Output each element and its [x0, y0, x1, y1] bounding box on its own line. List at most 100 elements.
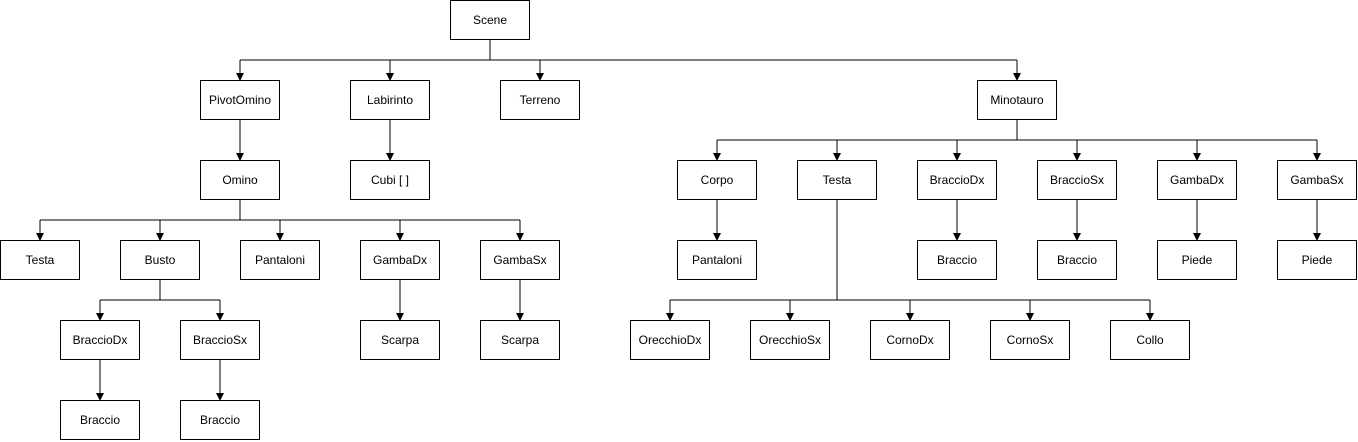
node-m-bracciosx[interactable]: BraccioSx	[1037, 160, 1117, 200]
node-label-terreno: Terreno	[520, 93, 561, 107]
node-box-pivotomino	[200, 80, 280, 120]
node-o-pantaloni[interactable]: Pantaloni	[240, 240, 320, 280]
node-box-o-pantaloni	[240, 240, 320, 280]
node-label-minotauro: Minotauro	[990, 93, 1044, 107]
node-o-testa[interactable]: Testa	[0, 240, 80, 280]
node-o-gambadx[interactable]: GambaDx	[360, 240, 440, 280]
node-m-orecchiodx[interactable]: OrecchioDx	[630, 320, 710, 360]
node-label-o-bracciosx: BraccioSx	[193, 333, 247, 347]
node-box-o-braccio-sx	[180, 400, 260, 440]
node-box-m-pantaloni	[677, 240, 757, 280]
node-box-m-orecchiodx	[630, 320, 710, 360]
node-label-m-piede-sx: Piede	[1302, 253, 1333, 267]
node-label-pivotomino: PivotOmino	[209, 93, 271, 107]
node-label-m-orecchiodx: OrecchioDx	[639, 333, 702, 347]
node-box-o-testa	[0, 240, 80, 280]
node-box-o-braccio-dx	[60, 400, 140, 440]
node-box-m-braccio-sx	[1037, 240, 1117, 280]
node-m-cornosx[interactable]: CornoSx	[990, 320, 1070, 360]
node-box-m-gambasx	[1277, 160, 1357, 200]
node-m-braccio-sx[interactable]: Braccio	[1037, 240, 1117, 280]
node-box-o-busto	[120, 240, 200, 280]
node-box-m-orecchiosx	[750, 320, 830, 360]
node-label-m-cornodx: CornoDx	[886, 333, 933, 347]
node-m-gambasx[interactable]: GambaSx	[1277, 160, 1357, 200]
edges-layer	[36, 40, 1321, 401]
node-label-m-piede-dx: Piede	[1182, 253, 1213, 267]
node-box-o-scarpa-dx	[360, 320, 440, 360]
node-label-o-gambadx: GambaDx	[373, 253, 427, 267]
node-label-o-braccio-dx: Braccio	[80, 413, 120, 427]
node-label-m-bracciosx: BraccioSx	[1050, 173, 1104, 187]
node-m-braccio-dx[interactable]: Braccio	[917, 240, 997, 280]
node-o-braccio-dx[interactable]: Braccio	[60, 400, 140, 440]
node-label-o-scarpa-dx: Scarpa	[381, 333, 419, 347]
node-box-o-gambasx	[480, 240, 560, 280]
node-box-m-bracciodx	[917, 160, 997, 200]
node-m-pantaloni[interactable]: Pantaloni	[677, 240, 757, 280]
node-m-piede-dx[interactable]: Piede	[1157, 240, 1237, 280]
node-box-m-cornosx	[990, 320, 1070, 360]
node-m-piede-sx[interactable]: Piede	[1277, 240, 1357, 280]
node-box-m-braccio-dx	[917, 240, 997, 280]
node-label-m-collo: Collo	[1136, 333, 1164, 347]
node-o-scarpa-sx[interactable]: Scarpa	[480, 320, 560, 360]
node-m-cornodx[interactable]: CornoDx	[870, 320, 950, 360]
node-box-m-gambadx	[1157, 160, 1237, 200]
node-box-terreno	[500, 80, 580, 120]
node-label-o-bracciodx: BraccioDx	[73, 333, 128, 347]
node-box-m-cornodx	[870, 320, 950, 360]
node-label-m-bracciodx: BraccioDx	[930, 173, 985, 187]
node-label-o-testa: Testa	[26, 253, 55, 267]
node-label-m-gambasx: GambaSx	[1290, 173, 1343, 187]
node-label-o-busto: Busto	[145, 253, 176, 267]
node-label-labirinto: Labirinto	[367, 93, 413, 107]
node-box-m-bracciosx	[1037, 160, 1117, 200]
node-pivotomino[interactable]: PivotOmino	[200, 80, 280, 120]
node-box-labirinto	[350, 80, 430, 120]
node-cubi[interactable]: Cubi [ ]	[350, 160, 430, 200]
node-o-braccio-sx[interactable]: Braccio	[180, 400, 260, 440]
node-o-bracciosx[interactable]: BraccioSx	[180, 320, 260, 360]
node-label-omino: Omino	[222, 173, 258, 187]
node-label-cubi: Cubi [ ]	[371, 173, 409, 187]
node-labirinto[interactable]: Labirinto	[350, 80, 430, 120]
node-label-m-cornosx: CornoSx	[1007, 333, 1054, 347]
node-label-m-braccio-sx: Braccio	[1057, 253, 1097, 267]
node-box-scene	[450, 0, 530, 40]
node-box-o-gambadx	[360, 240, 440, 280]
node-m-bracciodx[interactable]: BraccioDx	[917, 160, 997, 200]
node-m-testa[interactable]: Testa	[797, 160, 877, 200]
node-label-o-gambasx: GambaSx	[493, 253, 546, 267]
node-o-busto[interactable]: Busto	[120, 240, 200, 280]
node-box-m-corpo	[677, 160, 757, 200]
node-omino[interactable]: Omino	[200, 160, 280, 200]
node-label-m-corpo: Corpo	[701, 173, 734, 187]
node-box-o-scarpa-sx	[480, 320, 560, 360]
node-o-gambasx[interactable]: GambaSx	[480, 240, 560, 280]
node-minotauro[interactable]: Minotauro	[977, 80, 1057, 120]
node-label-m-gambadx: GambaDx	[1170, 173, 1224, 187]
node-terreno[interactable]: Terreno	[500, 80, 580, 120]
node-label-m-pantaloni: Pantaloni	[692, 253, 742, 267]
node-o-bracciodx[interactable]: BraccioDx	[60, 320, 140, 360]
node-box-o-bracciodx	[60, 320, 140, 360]
node-label-o-pantaloni: Pantaloni	[255, 253, 305, 267]
node-label-m-orecchiosx: OrecchioSx	[759, 333, 821, 347]
node-scene[interactable]: Scene	[450, 0, 530, 40]
node-m-corpo[interactable]: Corpo	[677, 160, 757, 200]
node-o-scarpa-dx[interactable]: Scarpa	[360, 320, 440, 360]
node-label-o-scarpa-sx: Scarpa	[501, 333, 539, 347]
node-m-orecchiosx[interactable]: OrecchioSx	[750, 320, 830, 360]
node-box-cubi	[350, 160, 430, 200]
node-box-m-piede-sx	[1277, 240, 1357, 280]
node-label-o-braccio-sx: Braccio	[200, 413, 240, 427]
node-m-gambadx[interactable]: GambaDx	[1157, 160, 1237, 200]
node-label-m-braccio-dx: Braccio	[937, 253, 977, 267]
node-box-minotauro	[977, 80, 1057, 120]
node-m-collo[interactable]: Collo	[1110, 320, 1190, 360]
node-box-o-bracciosx	[180, 320, 260, 360]
node-box-omino	[200, 160, 280, 200]
